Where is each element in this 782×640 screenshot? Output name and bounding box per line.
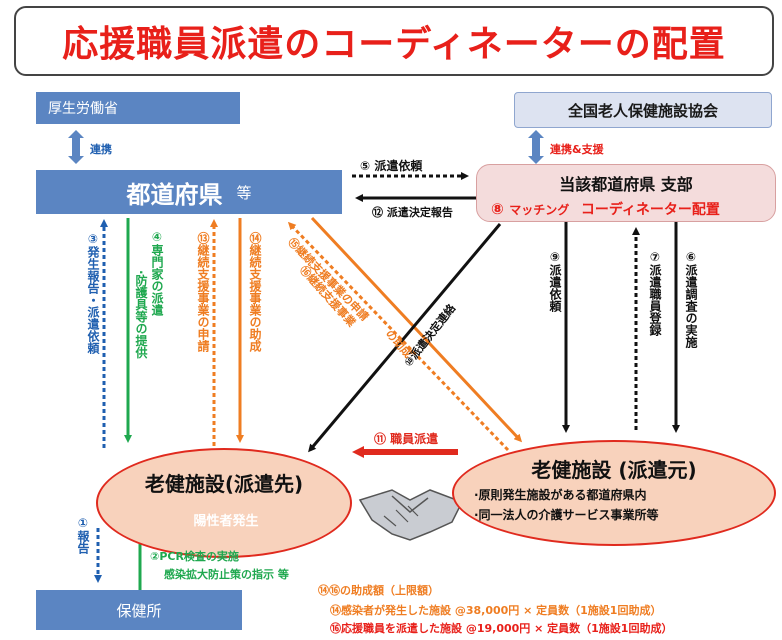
src-bullet-2: ·同一法人の介護サービス事業所等 bbox=[474, 508, 659, 522]
arrow-16-subsidy bbox=[310, 216, 523, 443]
positive-case-label: 陽性者発生 bbox=[193, 514, 259, 529]
label-14: ⑭継続支援事業の助成 bbox=[248, 232, 262, 352]
src-bullet-1: ·原則発生施設がある都道府県内 bbox=[474, 488, 647, 502]
prefecture-label: 都道府県 bbox=[126, 180, 223, 209]
prefecture-box: 都道府県 等 bbox=[36, 170, 342, 214]
dest-facility-ellipse: 老健施設(派遣先) bbox=[96, 448, 352, 558]
handshake-icon bbox=[358, 489, 464, 541]
association-box: 全国老人保健施設協会 bbox=[514, 92, 772, 128]
label-9: ⑨派遣依頼 bbox=[548, 250, 562, 312]
label-4b: ·防護具等の提供 bbox=[134, 270, 148, 359]
label-13: ⑬継続支援事業の申請 bbox=[196, 232, 210, 352]
assoc-branch-link-arrow bbox=[528, 130, 544, 164]
prefecture-suffix: 等 bbox=[236, 183, 252, 202]
label-2b: 感染拡大防止策の指示 等 bbox=[164, 568, 289, 581]
branch-num: ⑧ bbox=[491, 200, 504, 218]
health-center-label: 保健所 bbox=[116, 601, 162, 620]
branch-match: マッチング bbox=[509, 203, 570, 217]
label-6: ⑥派遣調査の実施 bbox=[684, 250, 698, 348]
label-12: ⑫ 派遣決定報告 bbox=[372, 206, 453, 219]
src-facility-label: 老健施設 (派遣元) bbox=[531, 458, 697, 482]
label-2a: ②PCR検査の実施 bbox=[150, 550, 239, 563]
link-support-label: 連携&支援 bbox=[550, 143, 604, 156]
label-7: ⑦派遣職員登録 bbox=[648, 250, 662, 336]
arrow-15-apply bbox=[287, 221, 510, 452]
subsidy-line-2: ⑯応援職員を派遣した施設 @19,000円 × 定員数（1施設1回助成） bbox=[330, 622, 673, 635]
branch-title: 当該都道府県 支部 bbox=[559, 175, 693, 194]
branch-box: 当該都道府県 支部 ⑧ マッチング コーディネーター配置 bbox=[476, 164, 776, 222]
label-5: ⑤ 派遣依頼 bbox=[360, 159, 423, 173]
label-3: ③発生報告・派遣依頼 bbox=[86, 232, 100, 354]
subsidy-heading: ⑭⑯の助成額（上限額） bbox=[318, 584, 439, 597]
label-11: ⑪ 職員派遣 bbox=[374, 432, 439, 446]
label-4a: ④専門家の派遣 bbox=[150, 230, 164, 316]
page-title: 応援職員派遣のコーディネーターの配置 bbox=[14, 6, 774, 76]
arrow-10-decision-contact bbox=[308, 223, 502, 453]
mhlw-pref-link-arrow bbox=[68, 130, 84, 164]
mhlw-box: 厚生労働省 bbox=[36, 92, 240, 124]
dest-facility-label: 老健施設(派遣先) bbox=[144, 472, 304, 496]
subsidy-line-1: ⑭感染者が発生した施設 @38,000円 × 定員数（1施設1回助成） bbox=[330, 604, 662, 617]
src-facility-ellipse: 老健施設 (派遣元) ·原則発生施設がある都道府県内 ·同一法人の介護サービス事… bbox=[452, 440, 776, 546]
association-label: 全国老人保健施設協会 bbox=[567, 101, 718, 120]
label-1: ①報告 bbox=[76, 516, 90, 554]
health-center-box: 保健所 bbox=[36, 590, 242, 630]
branch-coordinator: コーディネーター配置 bbox=[580, 202, 720, 218]
link-label: 連携 bbox=[90, 143, 112, 156]
mhlw-label: 厚生労働省 bbox=[48, 101, 118, 117]
